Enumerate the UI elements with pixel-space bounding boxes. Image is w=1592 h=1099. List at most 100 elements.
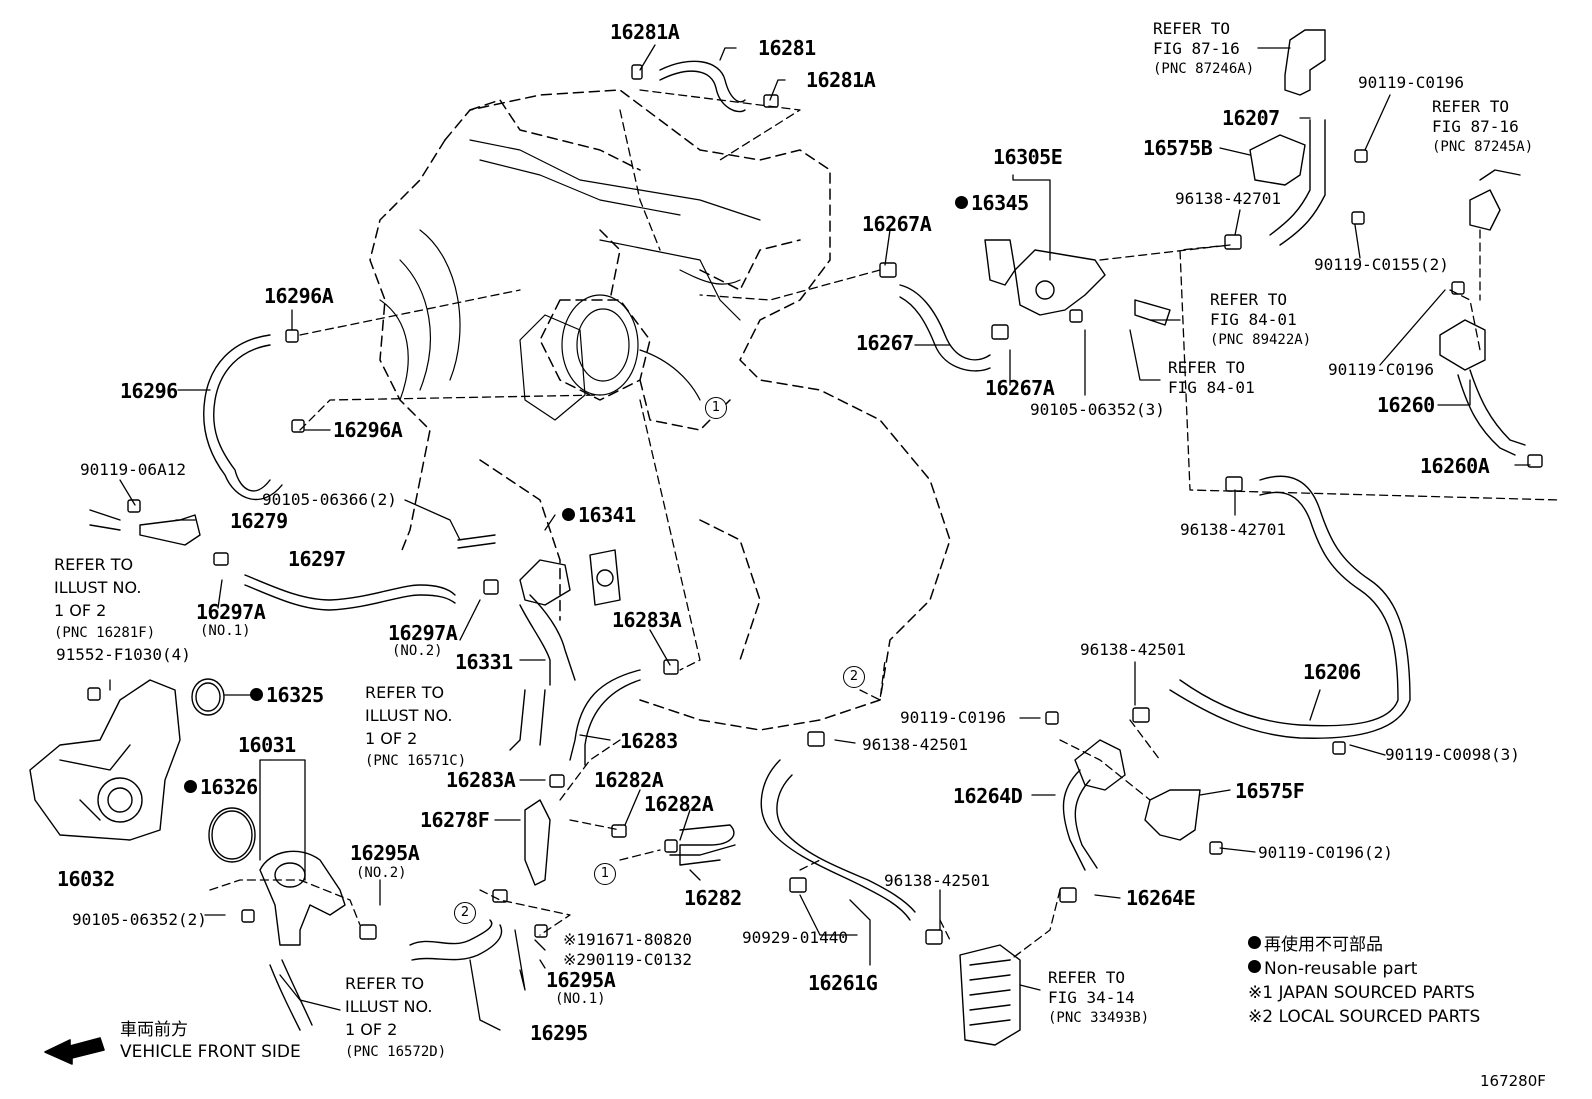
label-90119-C0155: 90119-C0155(2) xyxy=(1314,255,1449,274)
label-16325-text: 16325 xyxy=(266,683,324,707)
label-16296: 16296 xyxy=(120,379,178,403)
reference-line: FIG 84-01 xyxy=(1210,310,1297,329)
label-leaders xyxy=(109,44,1531,1031)
label-16297: 16297 xyxy=(288,547,346,571)
label-16297A-no2: 16297A xyxy=(388,621,458,645)
reference-line: REFER TO xyxy=(365,683,445,702)
legend-local-sourced: ※2 LOCAL SOURCED PARTS xyxy=(1248,1007,1481,1027)
label-16264E: 16264E xyxy=(1126,886,1196,910)
label-16206: 16206 xyxy=(1303,660,1361,684)
label-90105-06352-left: 90105-06352(2) xyxy=(72,910,207,929)
label-90119-C0196-2: 90119-C0196(2) xyxy=(1258,843,1393,862)
nonreusable-dot-icon xyxy=(250,688,263,701)
legend-japan-sourced: ※1 JAPAN SOURCED PARTS xyxy=(1248,983,1475,1003)
label-16261G: 16261G xyxy=(808,971,878,995)
reference-line: REFER TO xyxy=(1210,290,1288,309)
reference-pnc: (PNC 89422A) xyxy=(1210,332,1312,348)
reference-line: REFER TO xyxy=(345,974,425,993)
callout-1: 1 xyxy=(705,397,727,419)
label-16283: 16283 xyxy=(620,729,678,753)
label-16296A-top: 16296A xyxy=(264,284,334,308)
label-16296A-bottom: 16296A xyxy=(333,418,403,442)
label-96138-42501-left: 96138-42501 xyxy=(862,735,968,754)
reference-line: FIG 87-16 xyxy=(1153,39,1240,58)
callout-1: 1 xyxy=(594,863,616,885)
hoses xyxy=(89,60,1526,1031)
vehicle-front-en: VEHICLE FRONT SIDE xyxy=(120,1042,301,1062)
label-16281A-top: 16281A xyxy=(610,20,680,44)
legend-nonreusable-en: Non-reusable part xyxy=(1248,957,1480,981)
label-16295A-no1: 16295A xyxy=(546,968,616,992)
fasteners xyxy=(87,64,1543,945)
label-16282A-top: 16282A xyxy=(594,768,664,792)
label-16264D: 16264D xyxy=(953,784,1023,808)
label-16325: 16325 xyxy=(250,685,324,705)
reference-line: FIG 84-01 xyxy=(1168,378,1255,397)
label-90929-01440: 90929-01440 xyxy=(742,928,848,947)
components xyxy=(29,29,1521,1046)
nonreusable-dot-icon xyxy=(1248,960,1261,973)
reference-line: REFER TO xyxy=(54,555,134,574)
label-16283A-top: 16283A xyxy=(612,608,682,632)
label-16331: 16331 xyxy=(455,650,513,674)
label-16326: 16326 xyxy=(184,777,258,797)
legend-text: Non-reusable part xyxy=(1264,959,1418,979)
nonreusable-dot-icon xyxy=(1248,936,1261,949)
label-16279: 16279 xyxy=(230,509,288,533)
label-90105-06352-right: 90105-06352(3) xyxy=(1030,400,1165,419)
vehicle-front-label: 車両前方 VEHICLE FRONT SIDE xyxy=(120,1019,301,1063)
leader-lines xyxy=(209,89,1561,961)
label-16282A-right: 16282A xyxy=(644,792,714,816)
nonreusable-dot-icon xyxy=(955,196,968,209)
vehicle-front-jp: 車両前方 xyxy=(120,1020,188,1040)
label-no1-a: (NO.1) xyxy=(200,623,251,639)
label-no2-a: (NO.2) xyxy=(392,643,443,659)
reference-pnc: (PNC 16572D) xyxy=(345,1044,447,1060)
reference-pnc: (PNC 87245A) xyxy=(1432,139,1534,155)
reference-line: 1 OF 2 xyxy=(54,601,107,620)
label-16575B: 16575B xyxy=(1143,136,1213,160)
label-16345-text: 16345 xyxy=(971,191,1029,215)
label-90119-C0196-right: 90119-C0196 xyxy=(1328,360,1434,379)
reference-line: 1 OF 2 xyxy=(345,1020,398,1039)
label-96138-42501-bottom: 96138-42501 xyxy=(884,871,990,890)
reference-pnc: (PNC 87246A) xyxy=(1153,61,1255,77)
engine-detail xyxy=(379,139,761,421)
reference-line: REFER TO xyxy=(1168,358,1246,377)
label-16281A-right: 16281A xyxy=(806,68,876,92)
label-16326-text: 16326 xyxy=(200,775,258,799)
label-16297A-no1: 16297A xyxy=(196,600,266,624)
label-16341-text: 16341 xyxy=(578,503,636,527)
label-96138-42501-top: 96138-42501 xyxy=(1080,640,1186,659)
label-290119-C0132: ※290119-C0132 xyxy=(563,950,692,969)
nonreusable-dot-icon xyxy=(562,508,575,521)
reference-line: REFER TO xyxy=(1048,968,1126,987)
reference-fig-84-01-a: REFER TO FIG 84-01 (PNC 89422A) xyxy=(1210,290,1311,350)
label-191671-80820: ※191671-80820 xyxy=(563,930,692,949)
front-arrow-icon xyxy=(44,1037,105,1065)
label-16260: 16260 xyxy=(1377,393,1435,417)
label-16281: 16281 xyxy=(758,36,816,60)
reference-line: FIG 87-16 xyxy=(1432,117,1519,136)
label-96138-42701-top: 96138-42701 xyxy=(1175,189,1281,208)
reference-line: ILLUST NO. xyxy=(54,578,142,597)
label-90105-06366: 90105-06366(2) xyxy=(262,490,397,509)
reference-fig-84-01-b: REFER TO FIG 84-01 xyxy=(1168,358,1255,398)
label-16267: 16267 xyxy=(856,331,914,355)
label-no2-b: (NO.2) xyxy=(356,865,407,881)
legend-text: 再使用不可部品 xyxy=(1264,935,1383,955)
reference-pnc: (PNC 16571C) xyxy=(365,753,467,769)
label-96138-42701-mid: 96138-42701 xyxy=(1180,520,1286,539)
nonreusable-dot-icon xyxy=(184,780,197,793)
legend: 再使用不可部品 Non-reusable part ※1 JAPAN SOURC… xyxy=(1248,933,1480,1029)
reference-line: 1 OF 2 xyxy=(365,729,418,748)
label-16295A-no2: 16295A xyxy=(350,841,420,865)
reference-line: ILLUST NO. xyxy=(345,997,433,1016)
reference-line: REFER TO xyxy=(1432,97,1510,116)
label-90119-C0196-top: 90119-C0196 xyxy=(1358,73,1464,92)
label-16341: 16341 xyxy=(562,505,636,525)
label-16032: 16032 xyxy=(57,867,115,891)
label-90119-C0196-mid: 90119-C0196 xyxy=(900,708,1006,727)
